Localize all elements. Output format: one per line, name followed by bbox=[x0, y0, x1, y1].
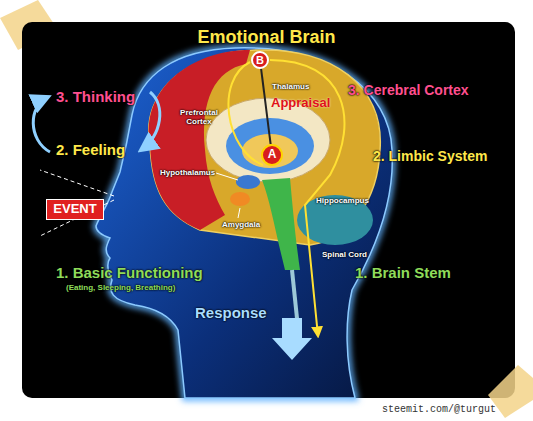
circle-shape bbox=[252, 52, 268, 68]
part-label: Spinal Cord bbox=[322, 250, 367, 259]
node-text: EVENT bbox=[53, 202, 96, 216]
node-text: A bbox=[268, 148, 277, 161]
level-label: 3. Thinking bbox=[56, 88, 135, 105]
response-label: Response bbox=[195, 304, 267, 321]
sight-line bbox=[40, 170, 114, 196]
brain-stem bbox=[262, 178, 300, 270]
node-text: B bbox=[256, 54, 264, 66]
marker-circle: A bbox=[261, 144, 283, 166]
level-label: 2. Feeling bbox=[56, 141, 125, 158]
part-label: Hypothalamus bbox=[160, 168, 215, 177]
level-label: 1. Basic Functioning bbox=[56, 264, 203, 281]
limbic-inner bbox=[226, 118, 314, 174]
part-label: Amygdala bbox=[222, 220, 260, 229]
limbic-ring bbox=[206, 98, 330, 182]
response-arrow bbox=[272, 318, 312, 360]
part-label: Thalamus bbox=[272, 82, 309, 91]
cycle-arrow bbox=[141, 92, 160, 150]
dark-panel bbox=[22, 22, 515, 398]
signal-path bbox=[228, 62, 263, 165]
leader-line bbox=[238, 208, 240, 218]
hypothalamus-shape bbox=[236, 175, 260, 189]
part-label: Prefrontal Cortex bbox=[176, 108, 222, 126]
head-silhouette bbox=[96, 48, 392, 398]
circle-shape bbox=[262, 145, 282, 165]
cycle-arrow bbox=[33, 97, 50, 152]
cerebral-cortex bbox=[149, 50, 381, 245]
marker-circle: B bbox=[251, 51, 269, 69]
amygdala-shape bbox=[230, 192, 250, 206]
event-box: EVENT bbox=[46, 199, 104, 220]
diagram-title: Emotional Brain bbox=[0, 27, 533, 48]
region-label: 2. Limbic System bbox=[373, 148, 487, 164]
region-label: 3. Cerebral Cortex bbox=[348, 82, 469, 98]
head-glow bbox=[96, 48, 392, 398]
leader-line bbox=[216, 173, 238, 180]
note-label: (Eating, Sleeping, Breathing) bbox=[66, 283, 175, 292]
connector bbox=[261, 69, 270, 144]
region-label: 1. Brain Stem bbox=[355, 264, 451, 281]
sight-line bbox=[40, 200, 114, 236]
process-label: Appraisal bbox=[271, 96, 330, 111]
watermark: steemit.com/@turgut bbox=[382, 404, 496, 416]
part-label: Hippocampus bbox=[316, 196, 369, 205]
